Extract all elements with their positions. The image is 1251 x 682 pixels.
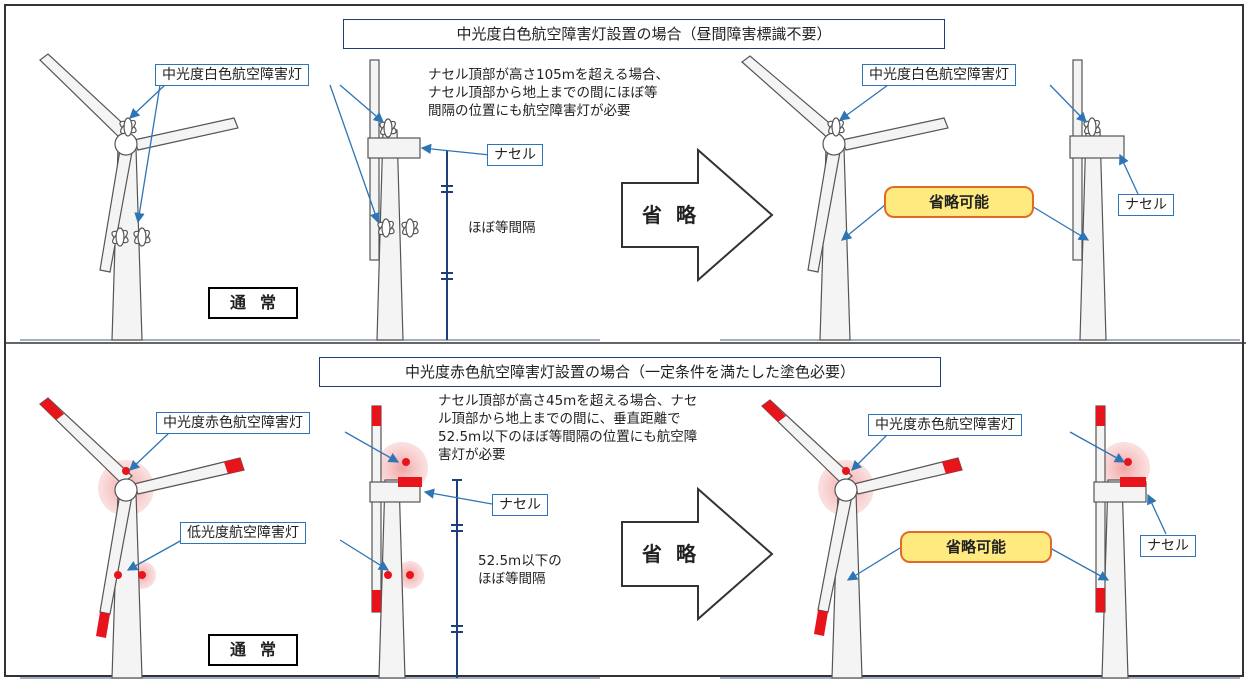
label-mid-white-light-right: 中光度白色航空障害灯 [862, 64, 1016, 86]
omit-arrow-text: 省略 [642, 203, 710, 227]
label-mid-red-light: 中光度赤色航空障害灯 [156, 412, 310, 434]
nacelle-label-right: ナセル [1118, 194, 1174, 216]
label-mid-red-light-right: 中光度赤色航空障害灯 [868, 414, 1022, 436]
turbine-side-view-omitted [1069, 59, 1125, 341]
omit-arrow [621, 147, 774, 283]
turbine-side-view-red-omitted [1093, 405, 1150, 679]
turbine-side-view-red [369, 405, 428, 679]
nacelle-label: ナセル [492, 494, 548, 516]
omittable-badge: 省略可能 [884, 186, 1034, 218]
omit-arrow [621, 486, 774, 622]
omit-arrow-text: 省略 [642, 542, 710, 566]
turbine-front-view-omitted [741, 55, 949, 341]
usual-label: 通常 [208, 634, 298, 666]
panel-title-red: 中光度赤色航空障害灯設置の場合（一定条件を満たした塗色必要） [319, 357, 941, 387]
turbine-front-view [39, 53, 239, 341]
note-45m: ナセル頂部が高さ45mを超える場合、ナセ ル頂部から地上までの間に、垂直距離で … [438, 393, 698, 463]
turbine-front-view-red [39, 397, 245, 679]
nacelle-label: ナセル [487, 144, 543, 166]
leader-lines [126, 431, 1167, 581]
note-105m: ナセル頂部が高さ105mを超える場合、 ナセル頂部から地上までの間にほぼ等 間隔… [428, 67, 670, 119]
turbine-side-view [367, 59, 421, 341]
nacelle-label-right: ナセル [1140, 535, 1196, 557]
diagram-frame [4, 4, 1244, 677]
dimension-line [441, 150, 453, 340]
omittable-badge: 省略可能 [900, 531, 1052, 563]
panel-title-white: 中光度白色航空障害灯設置の場合（昼間障害標識不要） [343, 19, 945, 49]
leader-lines [129, 84, 1139, 241]
turbine-front-view-red-omitted [761, 399, 963, 679]
usual-label: 通常 [208, 287, 298, 319]
spacing-label: ほぼ等間隔 [468, 220, 536, 236]
dimension-line [451, 479, 463, 678]
spacing-label: 52.5m以下の ほぼ等間隔 [478, 553, 562, 587]
label-mid-white-light: 中光度白色航空障害灯 [155, 64, 309, 86]
label-low-light: 低光度航空障害灯 [180, 522, 306, 544]
